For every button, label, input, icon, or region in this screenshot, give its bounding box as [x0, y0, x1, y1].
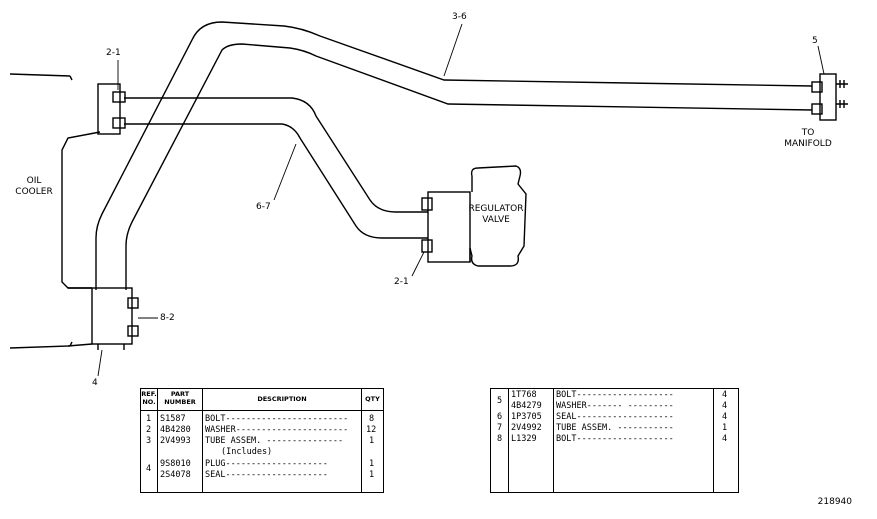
manifold-flange [819, 73, 837, 121]
label-3-6: 3-6 [452, 12, 467, 22]
lower-elbow-block [91, 287, 133, 345]
tube-3-6 [95, 21, 813, 290]
header-part: PART NUMBER [164, 390, 196, 406]
leader-2-1-bottom [411, 251, 425, 277]
upper-flange-block [97, 83, 121, 135]
parts-table-1: REF. NO. PART NUMBER DESCRIPTION QTY 1 S… [140, 388, 384, 493]
header-desc: DESCRIPTION [257, 395, 307, 403]
tube-6-7 [124, 97, 428, 213]
leader-5 [817, 45, 825, 75]
header-ref: REF. NO. [141, 390, 157, 406]
figure-number: 218940 [817, 497, 852, 507]
label-8-2: 8-2 [160, 313, 175, 323]
header-qty: QTY [365, 395, 380, 403]
table-header [141, 389, 383, 411]
leader-4 [97, 349, 103, 377]
cooler-line [61, 131, 101, 289]
leader-6-7 [273, 143, 297, 201]
label-2-1-top: 2-1 [106, 48, 121, 58]
label-5: 5 [812, 36, 818, 46]
label-2-1-bottom: 2-1 [394, 277, 409, 287]
manifold-label: TO MANIFOLD [784, 128, 832, 149]
regulator-valve-body [469, 165, 527, 267]
oil-cooler-label: OIL COOLER [15, 176, 53, 197]
regulator-valve-label: REGULATOR VALVE [468, 204, 524, 225]
label-6-7: 6-7 [256, 202, 271, 212]
leader-3-6 [443, 23, 463, 77]
parts-table-2: 5 1T768 BOLT------------------- 4 4B4279… [490, 388, 739, 493]
label-4: 4 [92, 378, 98, 388]
